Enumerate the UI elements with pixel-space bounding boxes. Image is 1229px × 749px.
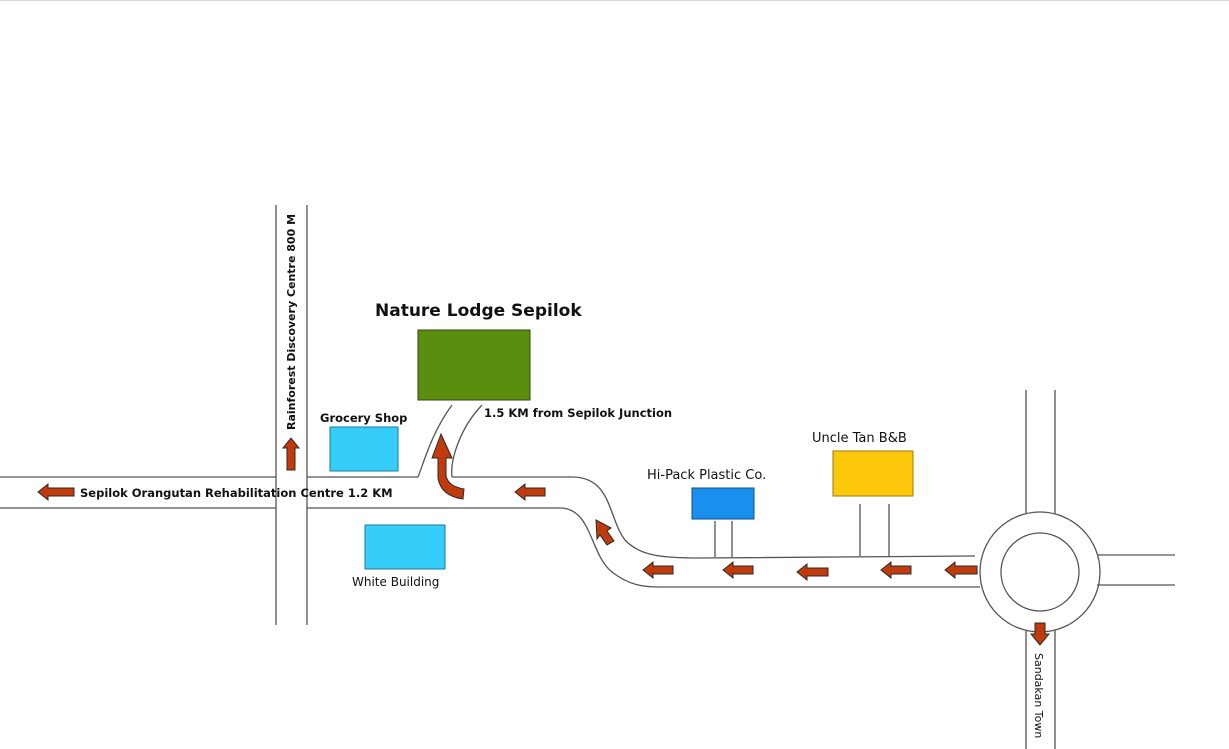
red-arrow-icon [944,560,978,580]
uncle-tan-label: Uncle Tan B&B [812,431,907,446]
hipack-label: Hi-Pack Plastic Co. [647,468,766,483]
curve-road-bottom [490,507,980,588]
lodge-access-left [417,404,453,478]
red-arrow-icon [431,432,465,500]
roundabout-outer [979,511,1101,633]
red-arrow-icon [514,482,546,502]
nature-lodge-building [417,329,531,401]
red-arrow-icon [642,560,674,580]
red-arrow-icon [722,560,754,580]
orangutan-label: Sepilok Orangutan Rehabilitation Centre … [80,486,393,500]
red-arrow-icon [796,562,829,582]
white-building-label: White Building [352,575,439,589]
grocery-label: Grocery Shop [320,411,407,425]
red-arrow-icon [281,437,301,471]
lodge-title: Nature Lodge Sepilok [375,301,582,321]
roundabout-inner [1000,532,1080,612]
distance-label: 1.5 KM from Sepilok Junction [484,406,672,420]
curve-road-top [452,476,976,559]
rainforest-label: Rainforest Discovery Centre 800 M [285,214,298,430]
red-arrow-icon [880,560,912,580]
lodge-access-right [451,404,483,478]
red-arrow-icon [37,482,75,502]
direction-arrows [37,432,1051,646]
sandakan-label: Sandakan Town [1032,653,1045,738]
grocery-shop-building [329,426,399,472]
hipack-building [691,487,755,520]
red-arrow-icon [595,519,615,546]
uncle-tan-building [832,450,914,497]
white-building [364,524,446,570]
road-network [0,205,1175,749]
red-arrow-icon [1029,622,1051,646]
